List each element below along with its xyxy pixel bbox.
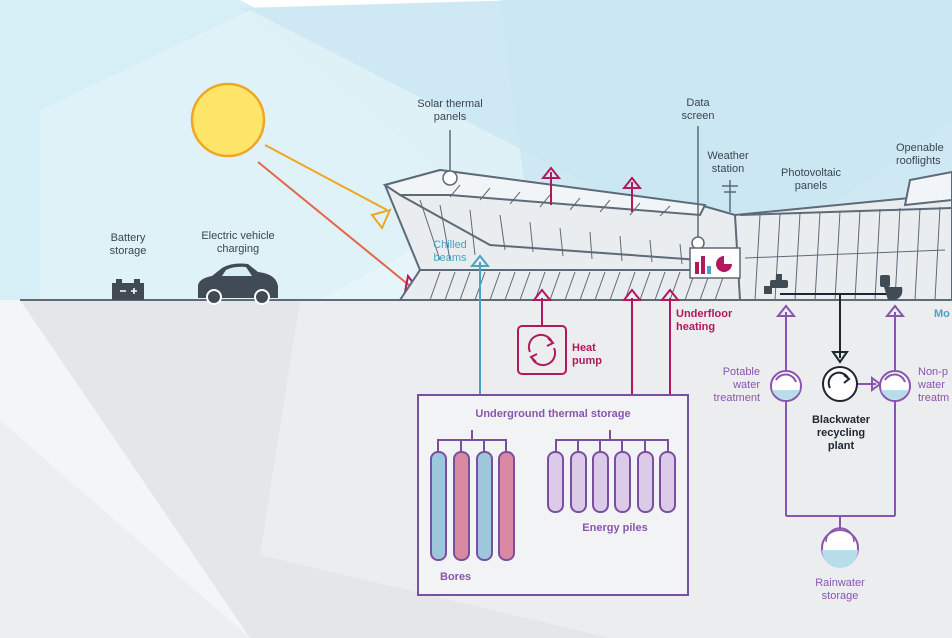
label-mo-cut: Mo — [934, 308, 950, 320]
label-potable-water-treatment: Potable water treatment — [713, 366, 760, 404]
non-potable-water-treatment-icon — [879, 370, 911, 402]
label-energy-piles: Energy piles — [582, 522, 648, 534]
label-heat-pump: Heat pump — [572, 342, 602, 367]
label-chilled-beams: Chilled beams — [433, 239, 467, 264]
battery-icon — [112, 279, 144, 300]
heat-pump-icon — [517, 288, 567, 375]
label-weather-station: Weather station — [707, 150, 749, 175]
label-photovoltaic-panels: Photovoltaic panels — [781, 167, 841, 192]
chilled-beams-line — [469, 254, 491, 395]
label-underfloor-heating: Underfloor heating — [676, 308, 733, 333]
toilet-icon — [880, 275, 903, 300]
tap-icon — [764, 274, 788, 294]
label-underground-thermal-storage: Underground thermal storage — [475, 408, 631, 420]
energy-piles-tubes — [547, 451, 676, 513]
blackwater-recycling-icon — [780, 293, 895, 402]
label-solar-thermal-panels: Solar thermal panels — [417, 98, 483, 123]
label-openable-rooflights: Openable rooflights — [896, 142, 944, 167]
label-non-potable-water-treatment: Non-p water treatm — [918, 366, 950, 404]
label-blackwater-recycling-plant: Blackwater recycling plant — [811, 414, 871, 452]
facade-hatching — [419, 184, 946, 301]
sun-icon — [190, 82, 266, 158]
weather-station-icon — [722, 180, 738, 212]
solar-thermal-marker — [442, 130, 458, 186]
potable-water-treatment-icon — [770, 370, 802, 402]
car-icon — [198, 263, 278, 305]
underfloor-heating-lines — [621, 288, 681, 395]
label-rainwater-storage: Rainwater storage — [815, 577, 865, 602]
heat-arrows-roof — [540, 166, 643, 212]
data-screen-icon — [689, 126, 741, 279]
label-ev-charging: Electric vehicle charging — [201, 230, 275, 255]
label-battery-storage: Battery storage — [109, 232, 147, 257]
building — [382, 168, 952, 301]
label-bores: Bores — [440, 571, 472, 583]
bores-tubes — [430, 451, 515, 561]
rainwater-storage-icon — [821, 527, 859, 568]
label-data-screen: Data screen — [681, 97, 715, 122]
water-system — [775, 304, 906, 530]
